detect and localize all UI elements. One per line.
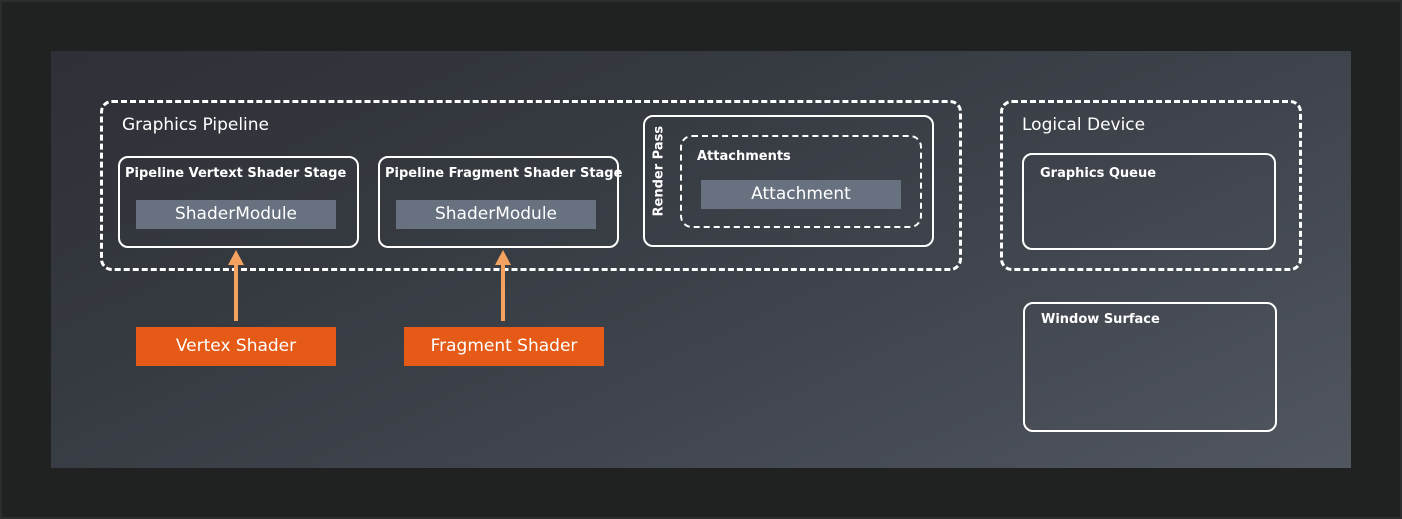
window-surface-title: Window Surface [1041, 312, 1160, 327]
vertex-shader-module: ShaderModule [136, 200, 336, 229]
logical-device-group [1000, 100, 1302, 271]
attachment-item: Attachment [701, 180, 901, 209]
fragment-shader-module: ShaderModule [396, 200, 596, 229]
attachments-title: Attachments [697, 149, 791, 164]
logical-device-title: Logical Device [1022, 115, 1146, 135]
graphics-queue-title: Graphics Queue [1040, 166, 1157, 181]
arrows-layer [228, 250, 511, 321]
fragment-stage-title: Pipeline Fragment Shader Stage [385, 166, 623, 181]
diagram-panel: Graphics Pipeline Pipeline Vertext Shade… [51, 51, 1351, 468]
fragment-shader-stage [378, 156, 619, 248]
render-pass-box [643, 115, 934, 247]
window-surface-box [1023, 302, 1277, 432]
vertex-arrow [228, 250, 244, 321]
fragment-shader-input: Fragment Shader [404, 327, 604, 366]
attachments-group [680, 135, 922, 228]
graphics-pipeline-title: Graphics Pipeline [122, 115, 270, 135]
vertex-stage-title: Pipeline Vertext Shader Stage [125, 166, 347, 181]
vertex-shader-stage [118, 156, 359, 248]
graphics-pipeline-group [100, 100, 962, 271]
graphics-queue-box [1022, 153, 1276, 250]
fragment-arrow [495, 250, 511, 321]
vertex-shader-input: Vertex Shader [136, 327, 336, 366]
